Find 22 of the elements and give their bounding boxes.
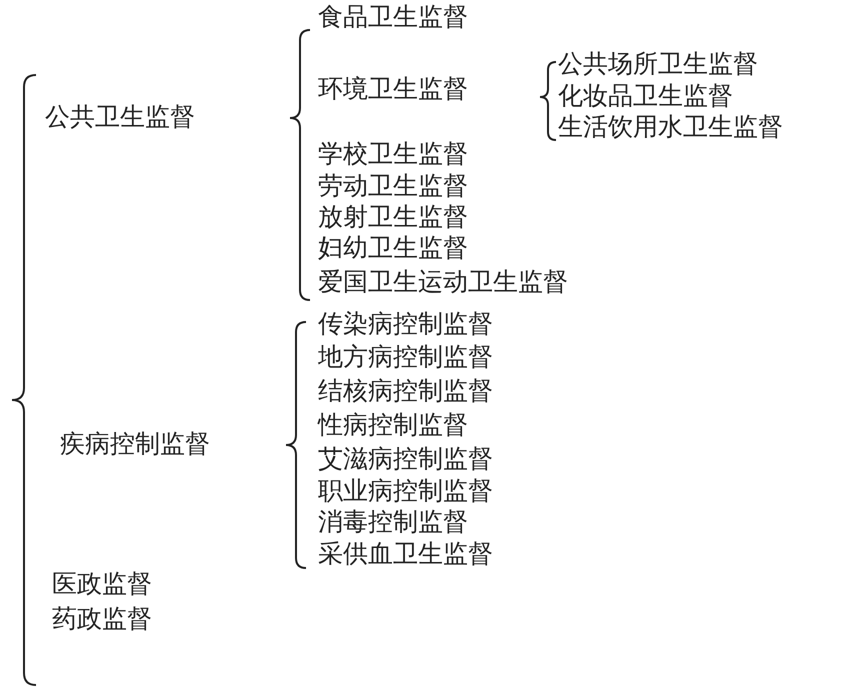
category-label: 疾病控制监督 <box>60 430 210 460</box>
item-label: 化妆品卫生监督 <box>558 82 733 112</box>
item-label: 劳动卫生监督 <box>318 172 468 202</box>
item-label: 生活饮用水卫生监督 <box>558 113 783 143</box>
category-label: 医政监督 <box>52 570 152 600</box>
item-label: 地方病控制监督 <box>318 343 493 373</box>
item-label: 妇幼卫生监督 <box>318 234 468 264</box>
item-label: 放射卫生监督 <box>318 203 468 233</box>
item-label: 消毒控制监督 <box>318 508 468 538</box>
category-label: 公共卫生监督 <box>45 103 195 133</box>
item-label: 传染病控制监督 <box>318 310 493 340</box>
item-label: 食品卫生监督 <box>318 3 468 33</box>
category-label: 药政监督 <box>52 605 152 635</box>
item-label: 环境卫生监督 <box>318 75 468 105</box>
item-label: 职业病控制监督 <box>318 477 493 507</box>
item-label: 采供血卫生监督 <box>318 540 493 570</box>
item-label: 艾滋病控制监督 <box>318 445 493 475</box>
item-label: 学校卫生监督 <box>318 140 468 170</box>
item-label: 爱国卫生运动卫生监督 <box>318 268 568 298</box>
item-label: 性病控制监督 <box>318 411 468 441</box>
item-label: 公共场所卫生监督 <box>558 50 758 80</box>
item-label: 结核病控制监督 <box>318 377 493 407</box>
